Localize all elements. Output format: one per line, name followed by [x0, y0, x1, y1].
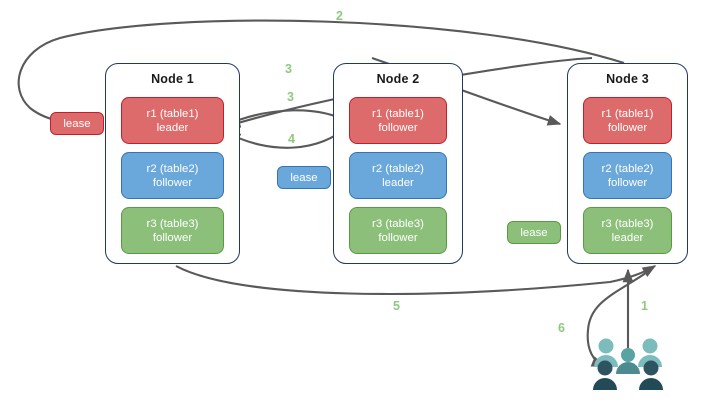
node-3-replica-r2[interactable]: r2 (table2) follower	[583, 152, 672, 199]
node-1[interactable]: Node 1 r1 (table1) leader r2 (table2) fo…	[105, 63, 240, 264]
node-1-replica-r2[interactable]: r2 (table2) follower	[121, 152, 224, 199]
replica-role: follower	[378, 121, 418, 134]
replica-name: r2 (table2)	[146, 162, 199, 175]
replica-role: follower	[152, 231, 193, 244]
edge-label-3-upper: 3	[285, 62, 292, 76]
node-2-replica-r1[interactable]: r1 (table1) follower	[349, 97, 447, 144]
edge-label-5: 5	[393, 299, 400, 313]
node-2-replica-r2[interactable]: r2 (table2) leader	[349, 152, 447, 199]
replica-role: follower	[607, 176, 648, 189]
replica-role: leader	[156, 121, 189, 134]
replica-name: r3 (table3)	[601, 217, 654, 230]
node-2-replica-r3[interactable]: r3 (table3) follower	[349, 207, 447, 254]
node-3-replica-r1[interactable]: r1 (table1) follower	[583, 97, 672, 144]
replica-role: follower	[378, 231, 418, 244]
edge-2-path	[17, 19, 625, 130]
replica-name: r1 (table1)	[601, 107, 654, 120]
node-3-replica-r3[interactable]: r3 (table3) leader	[583, 207, 672, 254]
edge-label-4: 4	[288, 132, 295, 146]
lease-chip-green[interactable]: lease	[507, 221, 561, 244]
node-1-title: Node 1	[151, 72, 194, 86]
replica-name: r1 (table1)	[146, 107, 199, 120]
edge-label-2: 2	[336, 9, 343, 23]
lease-chip-red[interactable]: lease	[50, 112, 104, 135]
replica-name: r3 (table3)	[146, 217, 199, 230]
replica-name: r3 (table3)	[372, 217, 424, 230]
replica-role: leader	[382, 176, 414, 189]
replica-role: follower	[607, 121, 648, 134]
node-2-title: Node 2	[376, 72, 420, 86]
edge-label-1: 1	[641, 299, 648, 313]
node-1-replica-r1[interactable]: r1 (table1) leader	[121, 97, 224, 144]
edge-label-6: 6	[558, 321, 565, 335]
replica-role: follower	[152, 176, 193, 189]
edge-6-path	[586, 269, 651, 367]
edge-label-3-lens: 3	[287, 90, 294, 104]
node-1-replica-r3[interactable]: r3 (table3) follower	[121, 207, 224, 254]
node-3-title: Node 3	[606, 72, 649, 86]
replica-role: leader	[611, 231, 644, 244]
edge-5-path	[175, 265, 657, 296]
replica-name: r1 (table1)	[372, 107, 424, 120]
replica-name: r2 (table2)	[372, 162, 424, 175]
edge-3-lens-path	[225, 109, 350, 126]
node-2[interactable]: Node 2 r1 (table1) follower r2 (table2) …	[333, 63, 463, 264]
clients-group-icon	[593, 338, 663, 390]
replica-name: r2 (table2)	[601, 162, 654, 175]
node-3[interactable]: Node 3 r1 (table1) follower r2 (table2) …	[567, 63, 688, 264]
lease-chip-blue[interactable]: lease	[277, 166, 331, 189]
